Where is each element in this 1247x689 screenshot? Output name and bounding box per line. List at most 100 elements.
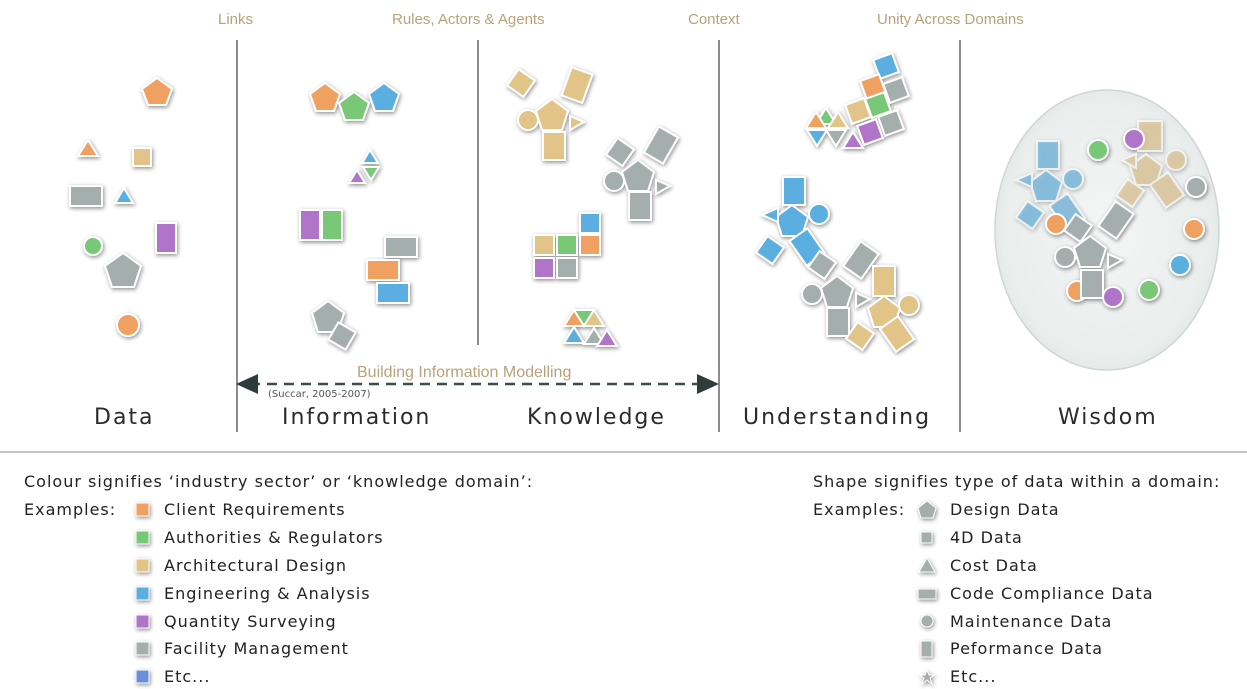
shape-legend-item: Design Data [950, 500, 1060, 519]
wis-green-circle-a [1087, 139, 1109, 161]
swatch-architectural-design [135, 558, 150, 573]
know-yellow-tall-a [560, 65, 594, 105]
know-gray-pentagon [620, 158, 656, 192]
info-purple-triangle [347, 168, 367, 184]
know-yellow-circle [517, 109, 539, 131]
und-blue-circle [808, 203, 830, 225]
shape-legend-item: Cost Data [950, 556, 1038, 575]
wis-gray-circle-b [1054, 246, 1076, 268]
stage-knowledge: Knowledge [527, 405, 666, 430]
wis-gray-tall-b [1080, 269, 1104, 299]
know-yellow-square-b [533, 234, 555, 256]
unity-across-domains-label: Unity Across Domains [877, 11, 1024, 28]
swatch-quantity-surveying [135, 614, 150, 629]
know-gray-square-b [556, 257, 578, 279]
colour-legend-examples-label: Examples: [24, 500, 117, 519]
know-yellow-tri [582, 308, 606, 327]
know-gray-square-a [604, 136, 636, 168]
und-orange-tri [804, 110, 828, 129]
data-purple-tall-rect [155, 222, 177, 254]
know-yellow-square-a [505, 67, 537, 99]
wis-gray-pentagon [1072, 234, 1108, 268]
wis-gray-tall-a [1096, 200, 1136, 240]
colour-legend-item: Engineering & Analysis [164, 584, 371, 603]
wis-yellow-tall-b [1148, 170, 1186, 210]
tall-rectangle-icon [920, 640, 933, 658]
und-blue-tall-a [782, 176, 806, 206]
colour-legend-title: Colour signifies ‘industry sector’ or ‘k… [24, 472, 534, 491]
wis-orange-circle-c [1045, 213, 1067, 235]
info-green-triangle [361, 166, 381, 182]
und-blue-square [871, 51, 901, 81]
know-yellow-tall-b [542, 131, 566, 161]
info-gray-square [326, 320, 358, 352]
wis-gray-triangle [1107, 252, 1125, 270]
links-label: Links [218, 11, 254, 28]
swatch-authorities-regulators [135, 530, 150, 545]
know-gray-circle [603, 170, 625, 192]
und-gray-triangle [855, 291, 873, 309]
und-yellow-tall-b [878, 314, 916, 354]
info-gray-wide-rect [384, 236, 418, 258]
data-gray-wide-rect [69, 185, 103, 207]
data-green-circle [83, 236, 103, 256]
wis-blue-triangle [1013, 171, 1033, 189]
wis-gray-circle-a [1185, 176, 1207, 198]
info-blue-pentagon [367, 81, 401, 112]
und-gray-pentagon [819, 274, 855, 308]
colour-legend-item: Etc... [164, 667, 211, 686]
und-gray-tri [824, 129, 848, 148]
und-yellow-tri [826, 110, 850, 129]
und-yellow-circle [898, 294, 920, 316]
wis-purple-circle-b [1102, 286, 1124, 308]
und-yellow-tall-a [872, 265, 896, 297]
shape-icons [917, 500, 937, 686]
wis-blue-circle-b [1169, 254, 1191, 276]
wis-blue-circle [1062, 168, 1084, 190]
info-blue-triangle [360, 148, 380, 164]
colour-swatches [135, 502, 150, 684]
wis-yellow-square [1114, 177, 1146, 209]
data-blue-triangle [113, 186, 135, 204]
know-yellow-pentagon [534, 97, 570, 131]
shape-legend-item: Peformance Data [950, 639, 1104, 658]
shape-legend-item: Etc... [950, 667, 997, 686]
info-green-rect [321, 209, 343, 241]
info-orange-wide-rect [366, 259, 400, 281]
und-blue-tri [805, 129, 829, 148]
circle-icon [920, 614, 934, 628]
info-orange-pentagon [308, 81, 342, 112]
wisdom-faded-cluster-yellow [1114, 120, 1187, 210]
data-orange-triangle [76, 138, 100, 157]
und-purple-tri [841, 130, 865, 149]
info-purple-rect [299, 209, 321, 241]
colour-legend-item: Authorities & Regulators [164, 528, 384, 547]
shape-legend-examples-label: Examples: [813, 500, 906, 519]
und-blue-square-b [754, 234, 786, 266]
und-yellow-square [843, 96, 873, 126]
colour-legend-item: Facility Management [164, 639, 349, 658]
shape-legend-title: Shape signifies type of data within a do… [813, 472, 1221, 491]
shape-legend-item: Maintenance Data [950, 612, 1113, 631]
colour-legend-item: Client Requirements [164, 500, 346, 519]
und-gray-circle [801, 283, 823, 305]
know-gray-tri [582, 326, 606, 345]
wis-gray-square [1062, 212, 1094, 244]
bim-arrow-left-icon [236, 374, 258, 394]
stage-wisdom: Wisdom [1058, 405, 1158, 430]
wis-blue-square [1014, 199, 1046, 231]
bim-label: Building Information Modelling [357, 364, 572, 381]
wis-purple-circle-a [1123, 128, 1145, 150]
stage-data: Data [94, 405, 155, 430]
und-purple-square [855, 117, 885, 147]
colour-legend-item: Quantity Surveying [164, 612, 337, 631]
wis-yellow-triangle [1119, 152, 1137, 170]
know-orange-square [579, 234, 601, 256]
swatch-facility-management [135, 641, 150, 656]
wide-rectangle-icon [917, 588, 937, 600]
rules-actors-agents-label: Rules, Actors & Agents [392, 11, 545, 28]
bim-citation: (Succar, 2005-2007) [268, 389, 371, 400]
info-blue-wide-rect [376, 282, 410, 304]
know-gray-triangle [655, 178, 673, 196]
